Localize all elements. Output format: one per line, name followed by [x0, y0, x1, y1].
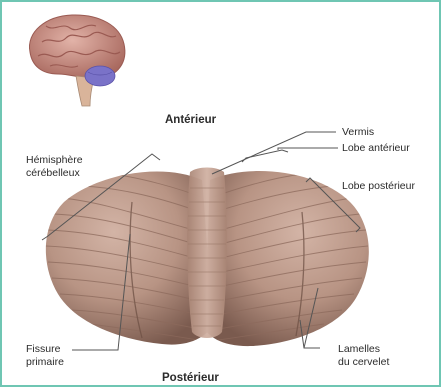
vermis-leader — [212, 132, 336, 174]
anterior-lobe-leader — [278, 148, 338, 150]
label-lamellae-line2: du cervelet — [338, 356, 389, 368]
anterior-lobe-bracket — [242, 150, 288, 162]
vermis-structure — [187, 168, 227, 339]
label-anterior-lobe: Lobe antérieur — [342, 142, 410, 154]
label-posterior-lobe: Lobe postérieur — [342, 180, 415, 192]
label-lamellae-line1: Lamelles — [338, 343, 380, 355]
label-hemisphere-line1: Hémisphère — [26, 154, 83, 166]
label-posterior: Postérieur — [162, 372, 219, 384]
label-fissure-line2: primaire — [26, 356, 64, 368]
label-vermis: Vermis — [342, 126, 374, 138]
label-hemisphere-line2: cérébelleux — [26, 167, 80, 179]
label-fissure-line1: Fissure — [26, 343, 60, 355]
brain-inset-icon — [29, 15, 124, 106]
label-anterior: Antérieur — [165, 114, 216, 126]
